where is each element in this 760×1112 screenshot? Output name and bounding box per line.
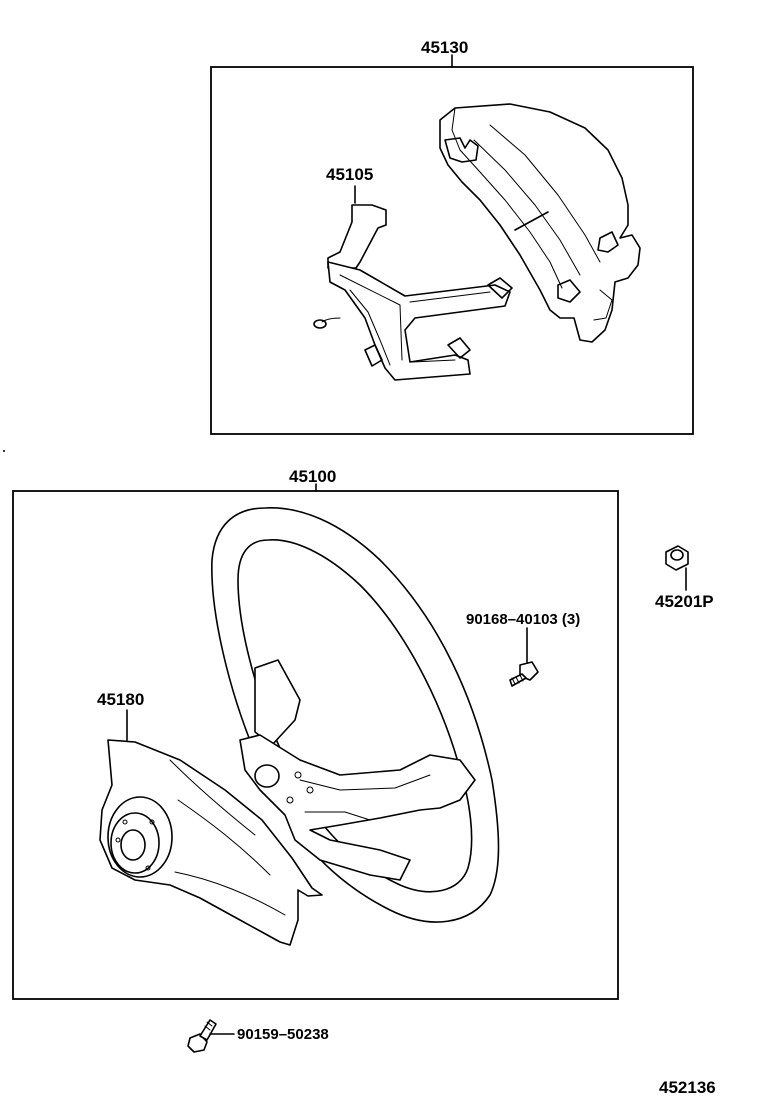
label-45180: 45180 — [97, 690, 144, 709]
nut-part-45201p — [665, 545, 689, 591]
label-45201p: 45201P — [655, 592, 714, 611]
label-90159-50238: 90159–50238 — [237, 1026, 329, 1043]
bracket-part-45105 — [313, 204, 513, 381]
screw-part-90168-40103 — [509, 661, 539, 687]
stray-dot — [3, 450, 5, 452]
pad-cover-part — [439, 103, 641, 343]
steering-wheel-part — [211, 507, 500, 923]
label-45100: 45100 — [289, 467, 336, 486]
assembly-box-45130 — [210, 54, 694, 435]
assembly-box-45100 — [12, 483, 619, 1000]
horn-pad-part-45180 — [99, 739, 323, 946]
label-90168-40103: 90168–40103 (3) — [466, 611, 580, 628]
label-45130: 45130 — [421, 38, 468, 57]
bolt-part-90159-50238 — [187, 1019, 235, 1053]
figure-code: 452136 — [659, 1078, 716, 1097]
label-45105: 45105 — [326, 165, 373, 184]
